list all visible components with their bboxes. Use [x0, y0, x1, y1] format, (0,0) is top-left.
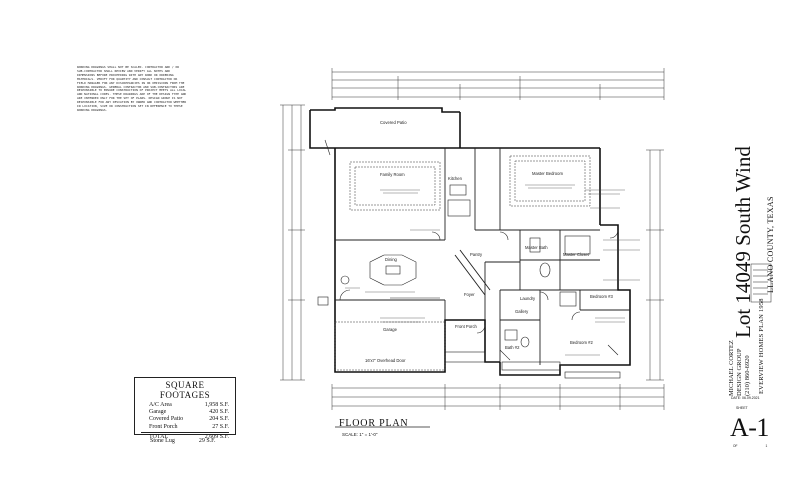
room-label-front-porch: Front Porch: [455, 324, 477, 329]
sqft-row-label: Covered Patio: [149, 416, 184, 423]
sheet-count: OF 1: [733, 444, 767, 448]
of-label: OF: [733, 444, 738, 448]
room-label-family-room: Family Room: [380, 172, 405, 177]
sqft-row-label: Garage: [149, 409, 167, 416]
sqft-row-value: 204 S.F.: [209, 416, 229, 423]
firm-phone: (210) 860-6920: [744, 355, 751, 396]
general-notes: WORKING DRAWINGS SHALL NOT BE SCALED. CO…: [77, 65, 189, 112]
room-label-bedroom-3: Bedroom #3: [590, 294, 613, 299]
drawing-date: DATE: 06.09.2021: [731, 396, 760, 400]
stone-lug-line: Stone Lug 29 S.F.: [150, 438, 216, 444]
room-label-covered-patio: Covered Patio: [380, 120, 407, 125]
sqft-row: Garage 420 S.F.: [141, 409, 229, 416]
room-label-master-bedroom: Master Bedroom: [532, 171, 563, 176]
sqft-row-label: Front Porch: [149, 423, 178, 430]
room-label-master-closet: Master Closet: [563, 252, 589, 257]
sqft-total-value: 2,609 S.F.: [204, 433, 229, 440]
room-label-kitchen: Kitchen: [448, 176, 462, 181]
room-label-laundry: Laundry: [520, 296, 536, 301]
firm-subtitle: DESIGN GROUP: [736, 348, 743, 397]
sqft-row: Covered Patio 204 S.F.: [141, 416, 229, 423]
room-label-garage: Garage: [383, 327, 397, 332]
room-label-garage-door: 16'x7' Overhead Door: [365, 358, 406, 363]
sqft-total-label: TOTAL: [149, 433, 169, 440]
sqft-total-row: TOTAL 2,609 S.F.: [141, 431, 229, 441]
stone-lug-value: 29 S.F.: [198, 438, 216, 444]
sqft-row-value: 27 S.F.: [212, 423, 229, 430]
sqft-row: Front Porch 27 S.F.: [141, 424, 229, 431]
sqft-row: A/C Area 1,958 S.F.: [141, 402, 229, 409]
room-label-foyer: Foyer: [464, 292, 475, 297]
room-label-gallery: Gallery: [515, 309, 529, 314]
stone-lug-label: Stone Lug: [150, 438, 175, 444]
square-footage-table: SQUARE FOOTAGES A/C Area 1,958 S.F. Gara…: [134, 377, 236, 440]
sqft-row-value: 1,958 S.F.: [204, 402, 229, 408]
of-total: 1: [765, 444, 768, 448]
plan-title: FLOOR PLAN: [339, 418, 409, 429]
lot-title: Lot 14049 South Wind: [731, 146, 755, 338]
room-label-dining: Dining: [385, 257, 397, 262]
firm-name: MICHAEL CORTEZ: [728, 340, 735, 396]
room-label-master-bath: Master Bath: [525, 245, 548, 250]
room-label-pantry: Pantry: [470, 252, 483, 257]
sheet-label: SHEET: [736, 406, 748, 410]
plan-name: EVERVIEW HOMES PLAN 1958: [758, 298, 765, 394]
room-label-bath-2: Bath #2: [505, 345, 520, 350]
sqft-row-label: A/C Area: [149, 402, 172, 408]
sqft-row-value: 420 S.F.: [209, 409, 229, 416]
room-label-bedroom-2: Bedroom #2: [570, 340, 593, 345]
plan-scale: SCALE: 1" = 1'-0": [342, 432, 378, 437]
square-footage-title: SQUARE FOOTAGES: [159, 380, 211, 400]
county-label: LLANO COUNTY, TEXAS: [766, 196, 775, 293]
sheet-number: A-1: [730, 413, 769, 442]
